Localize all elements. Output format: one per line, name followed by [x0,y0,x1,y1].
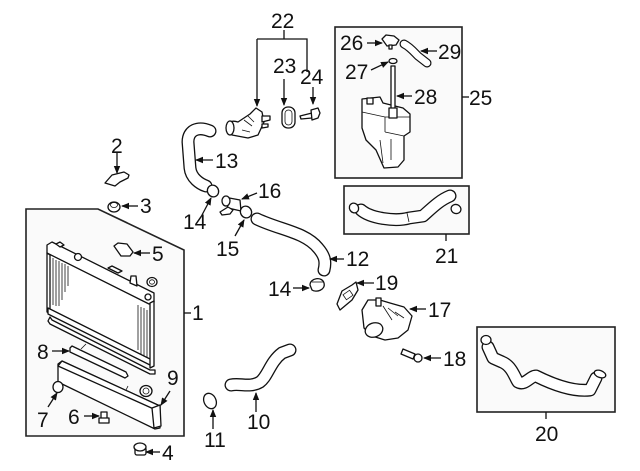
connector-pipe-icon[interactable] [219,195,242,216]
gasket-icon[interactable] [281,106,296,129]
bypass-hose-kit-box [476,326,616,413]
callout-27[interactable]: 27 [345,61,368,84]
heater-hose-icon[interactable] [348,189,463,227]
hose-icon[interactable] [250,212,332,277]
callout-15[interactable]: 15 [216,238,239,261]
clamp-icon[interactable] [201,391,219,411]
drain-plug-icon[interactable] [98,411,110,424]
callout-22[interactable]: 22 [271,10,294,33]
thermostat-housing-icon[interactable] [361,297,413,341]
radiator-seal-strip [47,316,156,375]
water-outlet-icon[interactable] [225,107,271,139]
mount-bracket-icon[interactable] [104,171,130,187]
callout-24[interactable]: 24 [300,66,324,89]
clamp-icon[interactable] [309,278,325,292]
callout-23[interactable]: 23 [273,55,296,78]
bypass-hose-icon[interactable] [480,334,607,397]
callout-5[interactable]: 5 [152,243,164,266]
clamp-icon[interactable] [205,183,221,199]
callout-7[interactable]: 7 [37,409,49,432]
reservoir-cap-icon[interactable] [381,34,400,50]
callout-13[interactable]: 13 [215,150,238,173]
callout-3[interactable]: 3 [140,195,152,218]
cushion-small-icon [146,276,158,288]
lower-tank-icon[interactable] [57,360,162,430]
callout-10[interactable]: 10 [247,411,270,434]
callout-6[interactable]: 6 [68,406,80,429]
callout-29[interactable]: 29 [438,41,461,64]
clamp-icon[interactable] [238,204,254,220]
bolt-icon[interactable] [299,107,321,121]
seal-ring-icon[interactable] [388,57,398,65]
o-ring-icon[interactable] [52,380,64,394]
callout-26[interactable]: 26 [340,32,363,55]
callout-25[interactable]: 25 [469,87,492,110]
upper-hose-icon[interactable] [181,122,217,193]
bolt-icon[interactable] [400,348,423,363]
callout-8[interactable]: 8 [37,341,49,364]
leader-22 [257,30,308,72]
callout-21[interactable]: 21 [435,245,458,268]
upper-cushion-icon[interactable] [107,201,121,213]
callout-4[interactable]: 4 [162,442,174,465]
callout-28[interactable]: 28 [414,86,437,109]
reservoir-tank-icon[interactable] [361,96,411,169]
cushion-inner-icon [139,384,153,398]
gasket-plate-icon[interactable] [336,281,359,311]
radiator-icon[interactable] [46,241,155,369]
callout-19[interactable]: 19 [375,272,398,295]
callout-11[interactable]: 11 [204,429,226,452]
callout-14-upper[interactable]: 14 [183,211,207,234]
callout-20[interactable]: 20 [535,423,558,446]
callout-1[interactable]: 1 [192,302,204,325]
callout-9[interactable]: 9 [167,367,179,390]
callout-2[interactable]: 2 [111,135,123,158]
callout-14-lower[interactable]: 14 [268,278,292,301]
callout-16[interactable]: 16 [258,180,281,203]
reservoir-tube-icon[interactable] [388,65,398,119]
callout-18[interactable]: 18 [443,348,466,371]
callout-17[interactable]: 17 [428,299,451,322]
callout-12[interactable]: 12 [346,248,369,271]
overflow-hose-icon[interactable] [399,39,432,68]
lower-hose-icon[interactable] [224,343,297,392]
lower-cushion-icon[interactable] [133,442,147,456]
seal-icon[interactable] [69,345,129,379]
